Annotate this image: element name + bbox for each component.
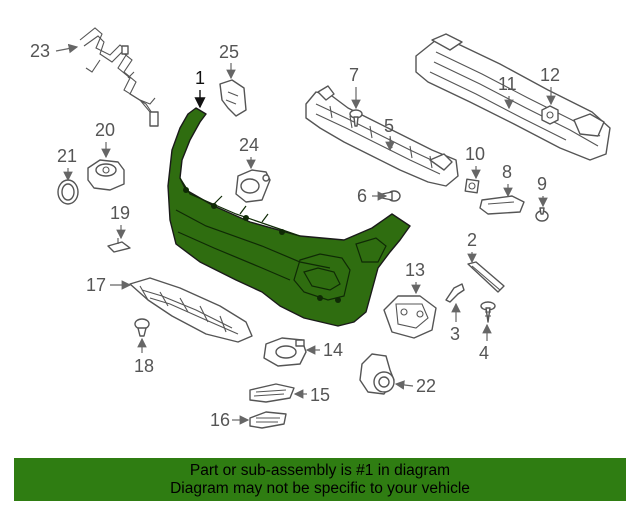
part-25-bracket[interactable] [219,79,247,117]
callout-22: 22 [416,376,436,396]
part-2-trim-strip[interactable] [467,261,505,293]
callout-24: 24 [239,135,259,155]
part-13-bracket[interactable] [383,295,437,339]
part-1-bumper-cover[interactable] [167,107,411,327]
part-5-energy-absorber[interactable] [305,85,459,187]
callout-10: 10 [465,144,485,164]
callout-5: 5 [384,116,394,136]
part-23-wiring-harness[interactable] [79,27,159,127]
callout-17: 17 [86,275,106,295]
callout-15: 15 [310,385,330,405]
callout-13: 13 [405,260,425,280]
part-14-fog-lamp-bracket[interactable] [263,337,307,367]
part-7-bolt[interactable] [349,109,363,127]
callout-21: 21 [57,146,77,166]
part-11-impact-bar[interactable] [415,33,611,161]
callout-25: 25 [219,42,239,62]
part-4-screw[interactable] [480,301,496,323]
part-24-sensor-holder[interactable] [235,169,271,203]
part-12-nut[interactable] [541,105,559,125]
part-8-side-bracket[interactable] [479,195,525,215]
part-16-insert[interactable] [249,411,287,429]
callout-18: 18 [134,356,154,376]
callout-7: 7 [349,65,359,85]
part-22-parking-sensor[interactable] [359,353,395,395]
part-18-push-pin[interactable] [134,318,150,337]
part-9-screw[interactable] [535,207,549,222]
part-17-lower-grille[interactable] [129,277,253,343]
callout-12: 12 [540,65,560,85]
callout-23: 23 [30,41,50,61]
callout-19: 19 [110,203,130,223]
part-15-cover[interactable] [249,383,295,403]
callout-11: 11 [498,74,517,94]
callout-8: 8 [502,162,512,182]
callout-6: 6 [357,186,367,206]
callout-16: 16 [210,410,230,430]
banner-line-2: Diagram may not be specific to your vehi… [170,479,470,497]
part-20-parking-sensor[interactable] [87,159,125,191]
callout-14: 14 [323,340,343,360]
part-19-clip[interactable] [107,238,131,253]
banner-line-1: Part or sub-assembly is #1 in diagram [189,461,451,479]
callout-9: 9 [537,174,547,194]
callout-1: 1 [195,68,205,88]
part-3-clip[interactable] [445,283,465,303]
callout-2: 2 [467,230,477,250]
callout-4: 4 [479,343,489,363]
info-banner: Part or sub-assembly is #1 in diagram Di… [14,458,626,501]
part-10-clip-nut[interactable] [464,178,480,194]
part-21-sensor-ring[interactable] [57,179,79,205]
callout-20: 20 [95,120,115,140]
parts-diagram: 23 25 1 20 21 [30,27,611,430]
callout-3: 3 [450,324,460,344]
